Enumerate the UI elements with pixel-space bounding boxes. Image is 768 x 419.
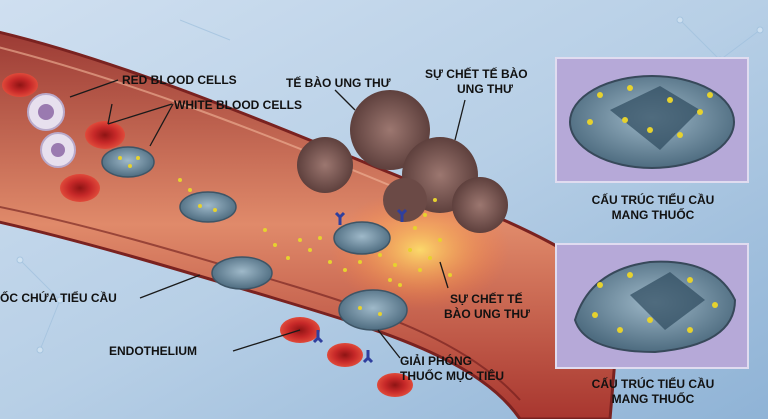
label-panel-top-1: CẤU TRÚC TIỂU CẦU [586,193,720,207]
label-panel-bottom-2: MANG THUỐC [586,392,720,406]
label-release-1: GIẢI PHÓNG [400,354,472,368]
label-panel-bottom-1: CẤU TRÚC TIỂU CẦU [586,377,720,391]
label-red-blood-cells: RED BLOOD CELLS [122,73,237,87]
label-cancer-death-mid-2: BÀO UNG THƯ [444,307,530,321]
label-cancer-death-top-2: UNG THƯ [457,82,513,96]
label-release-2: THUỐC MỤC TIÊU [400,369,504,383]
panel-bottom-illustration [556,244,748,368]
label-cancer-cell: TẾ BÀO UNG THƯ [286,76,391,90]
label-panel-top-2: MANG THUỐC [586,208,720,222]
label-platelet-drug: ỐC CHỨA TIỂU CẦU [0,291,117,305]
label-cancer-death-mid-1: SỰ CHẾT TẾ [450,292,523,306]
label-white-blood-cells: WHITE BLOOD CELLS [174,98,302,112]
label-cancer-death-top-1: SỰ CHẾT TẾ BÀO [425,67,528,81]
label-endothelium: ENDOTHELIUM [109,344,197,358]
panel-top-illustration [556,58,748,182]
